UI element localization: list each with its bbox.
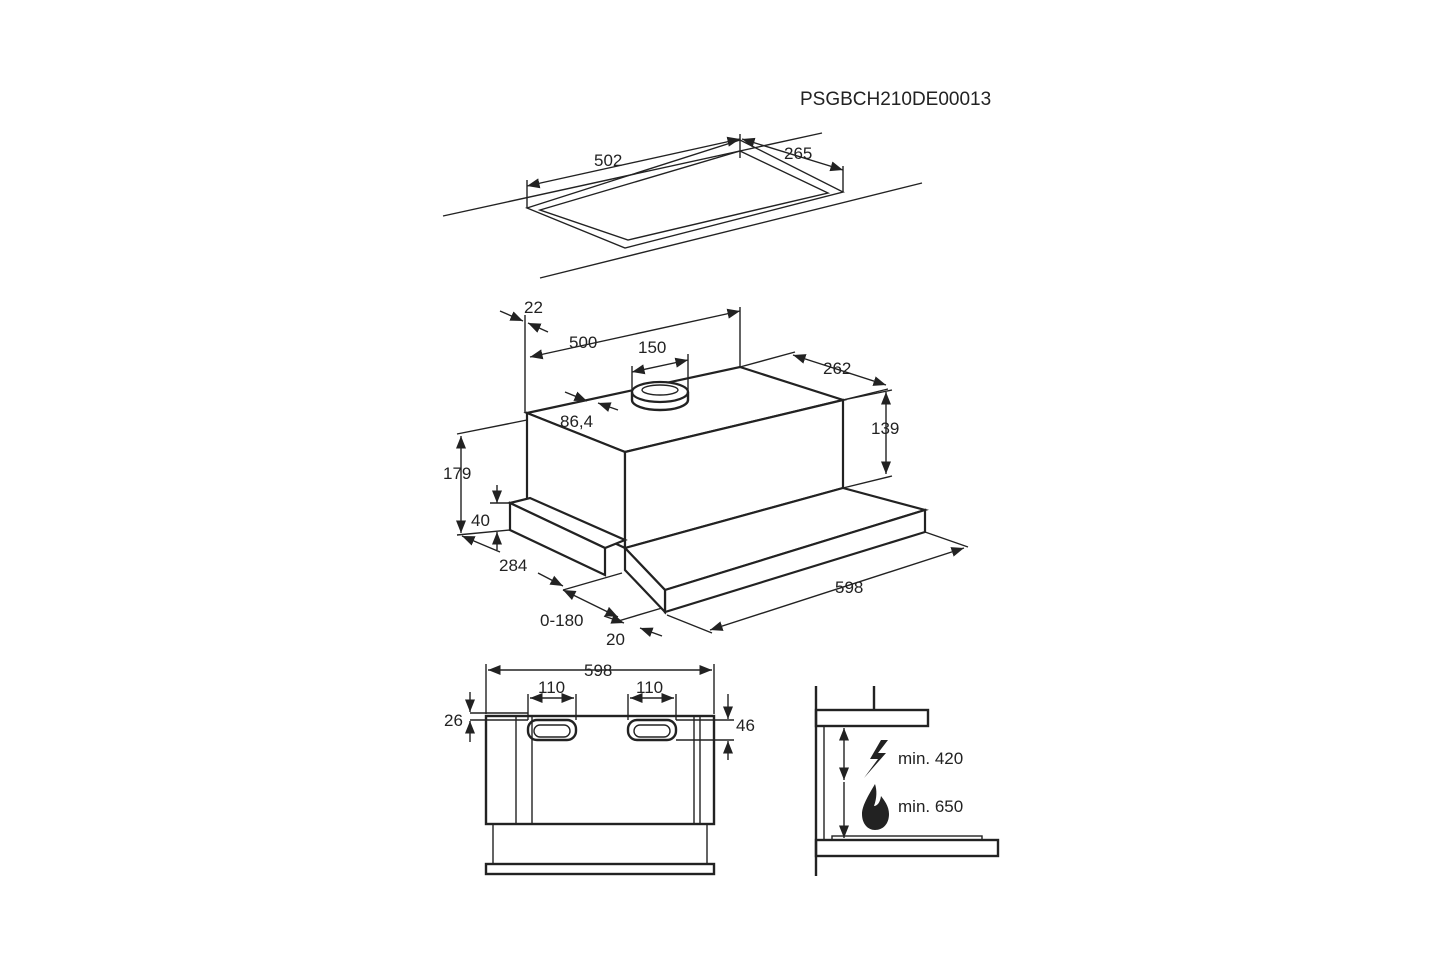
cutout-width-label: 502: [594, 151, 622, 170]
opening-right-label: 110: [636, 678, 663, 697]
duct-diameter-label: 150: [638, 338, 666, 357]
clearance-view: min. 420 min. 650: [814, 686, 1000, 876]
front-panel-label: 20: [606, 630, 625, 649]
duct-offset-label: 86,4: [560, 412, 593, 431]
opening-height-label: 46: [736, 716, 755, 735]
opening-left-label: 110: [538, 678, 565, 697]
model-code: PSGBCH210DE00013: [800, 89, 991, 110]
flame-icon: [862, 784, 889, 830]
cutout-view: 502 265: [442, 132, 923, 279]
offset-top-label: 26: [444, 711, 463, 730]
rear-height-label: 139: [871, 419, 899, 438]
depth-label: 284: [499, 556, 527, 575]
top-offset-label: 22: [524, 298, 543, 317]
electric-clearance-label: min. 420: [898, 749, 963, 768]
width-label: 598: [835, 578, 863, 597]
front-view: 598 110 110 26 46: [444, 661, 755, 876]
extension-label: 0-180: [540, 611, 583, 630]
front-height-label: 40: [471, 511, 490, 530]
total-height-label: 179: [443, 464, 471, 483]
hood-iso-view: 22 500 150 262 86,4 139 179 40: [443, 298, 969, 649]
front-width-label: 598: [584, 661, 612, 680]
lightning-icon: [864, 740, 888, 778]
top-depth-label: 262: [823, 359, 851, 378]
gas-clearance-label: min. 650: [898, 797, 963, 816]
cutout-depth-label: 265: [784, 144, 812, 163]
top-width-label: 500: [569, 333, 597, 352]
